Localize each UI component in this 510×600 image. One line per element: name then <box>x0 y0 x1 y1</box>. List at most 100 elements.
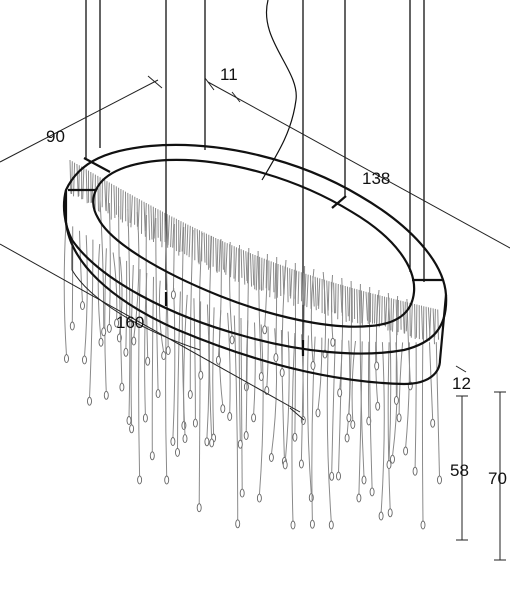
band-fringe <box>196 229 199 263</box>
band-fringe <box>405 302 409 332</box>
crystal-drop <box>430 418 436 428</box>
band-fringe <box>283 266 286 295</box>
crystal-drop <box>251 413 257 423</box>
crystal-drop <box>196 503 202 513</box>
crystal-strand <box>311 336 316 522</box>
crystal-drop <box>292 432 298 442</box>
band-fringe <box>384 296 386 327</box>
crystal-strand <box>326 338 332 523</box>
crystal-strand <box>212 307 215 436</box>
crystal-strand <box>97 243 102 340</box>
crystal-strand <box>177 291 181 450</box>
band-fringe <box>286 267 289 303</box>
ring-frame <box>62 143 448 386</box>
band-fringe <box>410 303 413 338</box>
band-fringe <box>85 169 88 204</box>
crystal-strand <box>253 322 256 415</box>
crystal-strand <box>405 342 410 449</box>
band-fringe <box>314 276 317 311</box>
dim-length-label: 160 <box>116 313 144 332</box>
crystal-strand <box>84 235 88 357</box>
crystal-strand <box>264 253 268 327</box>
band-fringe <box>312 276 315 307</box>
band-fringe <box>306 274 309 308</box>
crystal-strand <box>240 317 243 491</box>
crystal-strand <box>217 238 222 358</box>
crystal-drop <box>378 511 384 521</box>
crystal-strand <box>227 312 231 414</box>
crystal-strand <box>151 276 154 453</box>
band-fringe <box>374 294 376 324</box>
band-fringe <box>276 263 279 298</box>
crystal-strand <box>421 342 424 523</box>
band-fringe <box>429 307 432 341</box>
crystal-drop <box>356 493 362 503</box>
dim-band-height-label: 12 <box>452 374 471 393</box>
crystal-strand <box>258 324 264 496</box>
band-fringe <box>150 205 153 240</box>
band-fringe <box>330 281 333 313</box>
band-fringe <box>327 281 330 311</box>
band-fringe <box>341 285 344 316</box>
crystal-drop <box>80 301 85 311</box>
band-fringe <box>184 223 187 255</box>
band-fringe <box>340 284 343 313</box>
band-fringe <box>262 258 265 291</box>
band-fringe <box>404 301 406 334</box>
crystal-strand <box>375 289 380 363</box>
crystal-drop <box>175 447 180 457</box>
crystal-drop <box>229 335 235 345</box>
band-fringe <box>170 216 173 248</box>
crystal-drop <box>329 471 335 481</box>
crystal-drop <box>268 453 274 462</box>
band-fringe <box>392 298 395 332</box>
crystal-strand <box>300 265 306 462</box>
band-fringe <box>161 211 163 248</box>
dim-depth-label: 138 <box>362 169 390 188</box>
crystal-drop <box>308 493 314 503</box>
band-fringe <box>274 263 277 299</box>
crystal-strand <box>284 331 290 462</box>
band-fringe <box>76 163 79 197</box>
band-fringe <box>216 238 219 273</box>
crystal-strand <box>79 230 83 303</box>
band-fringe <box>137 199 140 230</box>
crystal-drop <box>137 475 143 485</box>
crystal-drop <box>145 356 151 366</box>
dim-total-height-label: 70 <box>488 469 507 488</box>
crystal-drop <box>346 413 352 423</box>
crystal-drop <box>243 431 249 440</box>
band-fringe <box>167 215 170 246</box>
crystal-drop <box>282 460 288 470</box>
crystal-drop <box>129 424 135 434</box>
band-fringe <box>230 245 233 278</box>
crystal-strand <box>89 239 94 399</box>
band-fringe <box>215 237 217 272</box>
crystal-strand <box>348 280 352 415</box>
crystal-drop <box>170 437 176 446</box>
crystal-strand <box>127 208 131 418</box>
crystal-strand <box>435 342 440 477</box>
crystal-drop <box>258 372 264 382</box>
crystal-drop <box>412 466 418 476</box>
crystal-drop <box>131 336 137 346</box>
band-fringe <box>387 297 390 331</box>
band-fringe <box>344 285 347 322</box>
crystal-drop <box>170 290 176 300</box>
band-fringe <box>282 265 285 295</box>
band-fringe <box>166 214 169 248</box>
crystal-strand <box>351 340 356 422</box>
crystal-strand <box>158 280 165 353</box>
band-fringe <box>130 195 133 228</box>
crystal-strand <box>238 244 241 442</box>
band-fringe <box>97 175 99 212</box>
band-fringe <box>91 173 94 203</box>
crystal-strand <box>291 332 296 523</box>
band-fringe <box>153 207 157 239</box>
band-fringe <box>107 182 110 214</box>
crystal-drop <box>262 325 268 335</box>
band-fringe <box>402 301 405 334</box>
band-fringe <box>358 289 361 324</box>
band-fringe <box>415 304 418 338</box>
band-fringe <box>191 226 194 262</box>
